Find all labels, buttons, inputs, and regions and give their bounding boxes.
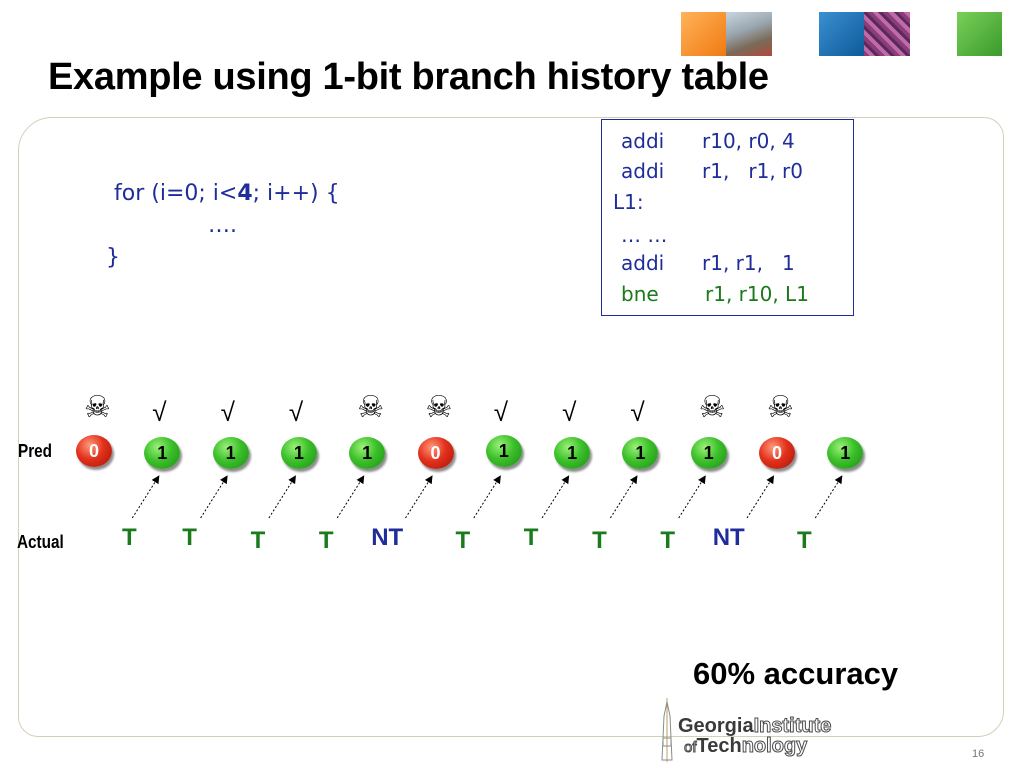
mispredict-skull-icon: ☠	[357, 391, 385, 424]
state-update-arrow	[814, 475, 843, 519]
asm-args: r10, r0, 4	[702, 129, 795, 153]
prediction-state-node: 1	[622, 437, 659, 469]
loop-bound: 4	[237, 181, 253, 206]
actual-outcome: T	[250, 527, 266, 554]
actual-outcome: T	[592, 527, 607, 554]
page-number: 16	[972, 748, 985, 760]
prediction-state-node: 0	[759, 437, 795, 469]
actual-row-label: Actual	[17, 532, 64, 552]
logo-of: of	[684, 739, 697, 757]
georgia-tech-logo: GeorgiaInstitute ofTechnology	[640, 698, 890, 762]
state-update-arrow	[609, 475, 638, 519]
correct-check-icon: √	[288, 397, 304, 427]
state-update-arrow	[131, 475, 160, 519]
tech-tower-icon	[661, 698, 673, 762]
correct-check-icon: √	[220, 397, 235, 427]
prediction-state-node: 1	[280, 437, 317, 469]
logo-tech: Tech	[696, 735, 742, 757]
correct-check-icon: √	[152, 397, 167, 427]
state-update-arrow	[473, 475, 501, 519]
state-update-arrow	[200, 475, 228, 519]
actual-outcome: NT	[712, 524, 745, 551]
decor-blue-tile	[819, 12, 864, 56]
mispredict-skull-icon: ☠	[425, 391, 453, 424]
actual-outcome: T	[182, 524, 197, 551]
code-for-prefix: for (i=0; i<	[114, 181, 238, 206]
accuracy-result: 60% accuracy	[693, 656, 899, 691]
assembly-box: addi r10, r0, 4 addi r1, r1, r0 L1: … … …	[601, 119, 854, 316]
asm-label: L1:	[613, 190, 644, 214]
prediction-state-node: 1	[827, 437, 864, 469]
state-update-arrow	[336, 475, 365, 519]
state-update-arrow	[268, 475, 296, 519]
asm-op: addi	[621, 251, 665, 275]
decor-photo-circuit	[864, 12, 910, 56]
mispredict-skull-icon: ☠	[698, 391, 726, 424]
prediction-state-node: 0	[417, 437, 454, 469]
loop-code: for (i=0; i<4; i++) { …. }	[106, 178, 340, 274]
state-update-arrow	[541, 475, 570, 519]
slide-title: Example using 1-bit branch history table	[48, 56, 769, 98]
prediction-state-node: 0	[76, 435, 112, 467]
prediction-state-node: 1	[144, 437, 181, 469]
pred-row-label: Pred	[18, 441, 53, 461]
asm-op: addi	[621, 159, 665, 183]
actual-outcome: T	[523, 524, 539, 551]
correct-check-icon: √	[562, 397, 577, 427]
logo-institute: Institute	[753, 715, 832, 737]
prediction-state-node: 1	[485, 435, 522, 467]
content-frame	[18, 117, 1004, 737]
asm-args: r1, r1, 1	[702, 251, 795, 275]
actual-outcome: T	[122, 524, 137, 551]
logo-georgia: Georgia	[678, 715, 754, 737]
state-update-arrow	[678, 475, 706, 519]
asm-branch-args: r1, r10, L1	[705, 282, 809, 306]
actual-outcome: T	[660, 527, 676, 554]
asm-op: addi	[621, 129, 665, 153]
prediction-state-node: 1	[212, 437, 249, 469]
prediction-state-node: 1	[554, 437, 591, 469]
prediction-state-node: 1	[349, 437, 386, 469]
correct-check-icon: √	[630, 397, 645, 427]
logo-nology: nology	[741, 735, 808, 757]
correct-check-icon: √	[493, 397, 509, 427]
state-update-arrow	[405, 475, 433, 519]
state-update-arrow	[746, 475, 775, 519]
asm-branch-op: bne	[621, 282, 659, 306]
code-for-suffix: ; i++) {	[252, 181, 340, 206]
prediction-state-node: 1	[690, 437, 727, 469]
actual-outcome: T	[455, 527, 471, 554]
code-line-body: ….	[208, 213, 237, 238]
decor-photo-campus	[726, 12, 772, 56]
logo-line-1: GeorgiaInstitute	[678, 715, 832, 737]
actual-outcome: T	[318, 527, 334, 554]
actual-outcome: NT	[371, 524, 404, 551]
decor-green-tile	[957, 12, 1002, 56]
mispredict-skull-icon: ☠	[84, 391, 111, 424]
code-line-for: for (i=0; i<4; i++) {	[114, 178, 340, 210]
asm-args: r1, r1, r0	[702, 159, 803, 183]
logo-line-2: ofTechnology	[684, 735, 808, 758]
actual-outcome: T	[797, 527, 812, 554]
code-line-close: }	[106, 245, 120, 270]
asm-ellipsis: … …	[621, 223, 668, 247]
decor-orange-tile	[681, 12, 726, 56]
mispredict-skull-icon: ☠	[767, 391, 794, 424]
